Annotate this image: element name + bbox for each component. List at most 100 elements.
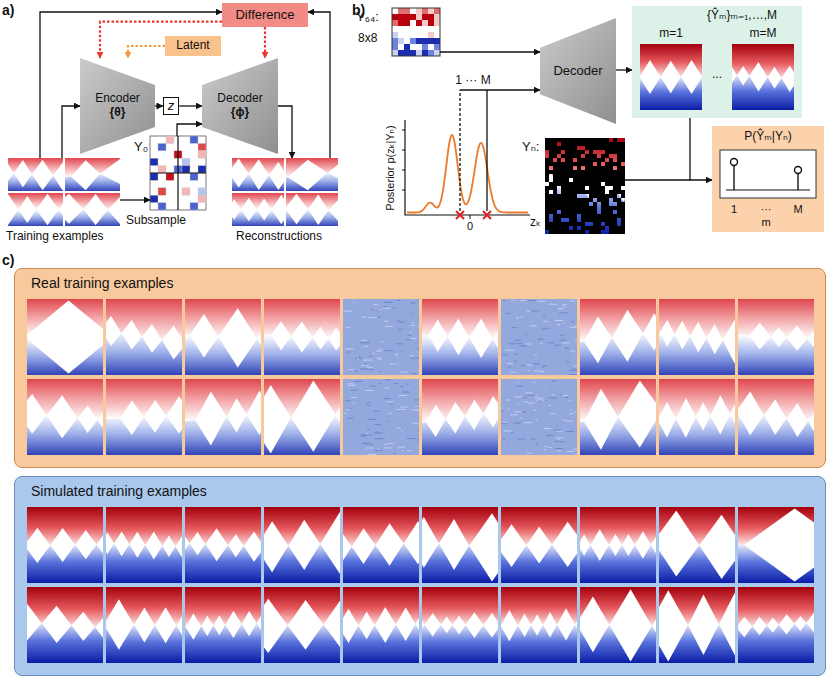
low-res-image	[392, 38, 398, 44]
heatmap-tile	[374, 450, 383, 451]
sparse-measurement	[601, 146, 605, 150]
heatmap-tile	[398, 447, 405, 448]
heatmap-tile	[422, 379, 498, 455]
heatmap-tile	[469, 319, 493, 358]
sparse-measurement	[573, 194, 577, 198]
heatmap-tile	[543, 367, 544, 368]
heatmap-tile	[347, 383, 354, 384]
low-res-image	[416, 26, 422, 32]
sparse-measurement	[565, 194, 569, 198]
heatmap-tile	[580, 299, 656, 375]
sparse-measurement	[545, 202, 549, 206]
low-res-image	[416, 32, 422, 38]
sparse-measurement	[577, 170, 581, 174]
heatmap-tile	[518, 613, 531, 637]
heatmap-tile	[501, 379, 577, 455]
heatmap-tile	[285, 193, 356, 226]
low-res-image	[398, 32, 404, 38]
trapezoid-outline	[202, 58, 278, 154]
heatmap-tile	[106, 507, 182, 583]
heatmap-tile	[65, 193, 120, 226]
node-text: m=M	[750, 27, 777, 41]
low-res-image	[422, 32, 428, 38]
heatmap-tile	[749, 62, 767, 91]
sparse-measurement	[601, 138, 605, 142]
sparse-measurement	[593, 222, 597, 226]
heatmap-tile	[609, 589, 652, 661]
heatmap-tile	[527, 452, 531, 453]
heatmap-tile	[549, 398, 557, 399]
heatmap-tile	[550, 413, 555, 414]
heatmap-tile	[362, 365, 369, 366]
heatmap-tile	[8, 194, 18, 226]
panel-letter: c)	[2, 252, 14, 268]
sparse-measurement	[569, 142, 573, 146]
heatmap-tile	[100, 159, 120, 185]
heatmap-tile	[545, 138, 625, 234]
heatmap-tile	[517, 343, 523, 344]
heatmap-tile	[350, 408, 353, 409]
heatmap-tile	[367, 317, 368, 318]
heatmap-tile	[415, 406, 419, 407]
heatmap-tile	[352, 528, 376, 564]
heatmap-tile	[643, 313, 656, 350]
heatmap-tile	[387, 421, 389, 422]
sparse-measurement	[569, 218, 573, 222]
heatmap-tile	[514, 300, 516, 301]
heatmap-tile	[286, 158, 338, 191]
heatmap-tile	[18, 196, 36, 223]
heatmap-tile	[347, 418, 354, 419]
low-res-image	[422, 38, 428, 44]
sparse-measurement	[553, 142, 557, 146]
sparse-measurement	[617, 150, 621, 154]
heatmap-tile	[508, 445, 509, 446]
sparse-measurement	[621, 178, 625, 182]
heatmap-tile	[513, 354, 517, 355]
heatmap-tile	[696, 402, 710, 431]
heatmap-tile	[738, 299, 822, 375]
heatmap-tile	[134, 608, 155, 643]
sparse-measurement	[557, 226, 561, 230]
sparse-measurement	[589, 182, 593, 186]
image-label: Y₆₄:	[356, 10, 379, 25]
heatmap-tile	[569, 358, 570, 359]
sparse-measurement	[557, 146, 561, 150]
sparse-measurement	[561, 142, 565, 146]
low-res-image	[428, 8, 434, 14]
heatmap-tile	[523, 401, 528, 402]
heatmap-tile	[660, 320, 675, 347]
sparse-measurement	[569, 146, 573, 150]
sparse-measurement	[553, 230, 557, 234]
sparse-measurement	[601, 170, 605, 174]
sparse-measurement	[561, 170, 565, 174]
heatmap-tile	[384, 387, 390, 388]
heatmap-tile	[426, 405, 446, 438]
sparse-measurement	[589, 146, 593, 150]
heatmap-tile	[286, 158, 338, 191]
heatmap-tile	[367, 419, 375, 420]
sparse-measurement	[597, 198, 601, 202]
heatmap-tile	[396, 608, 416, 642]
sparse-measurement	[549, 226, 553, 230]
sparse-measurement	[601, 154, 605, 158]
heatmap-tile	[560, 335, 564, 336]
sparse-measurement	[609, 178, 613, 182]
heatmap-tile	[375, 607, 396, 643]
heatmap-tile	[378, 359, 381, 360]
heatmap-tile	[397, 409, 406, 410]
heatmap-tile	[402, 392, 409, 393]
heatmap-tile	[402, 431, 403, 432]
heatmap-tile	[291, 321, 313, 352]
heatmap-tile	[447, 319, 469, 355]
heatmap-tile	[659, 402, 676, 437]
sparse-measurement	[589, 142, 593, 146]
sparse-measurement	[585, 182, 589, 186]
heatmap-tile	[229, 158, 288, 191]
sparse-measurement	[605, 138, 609, 142]
heatmap-tile	[560, 340, 566, 341]
sparse-measurement	[565, 150, 569, 154]
heatmap-tile	[225, 611, 241, 638]
sparse-measurement	[585, 174, 589, 178]
heatmap-tile	[343, 379, 419, 455]
heatmap-tile	[511, 372, 516, 373]
